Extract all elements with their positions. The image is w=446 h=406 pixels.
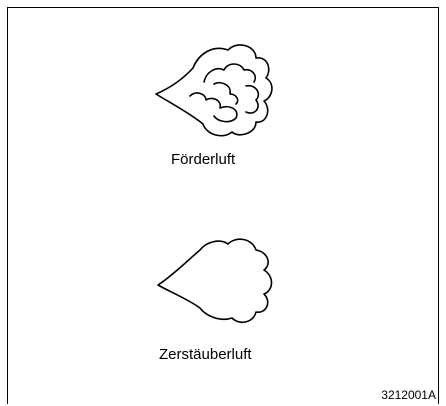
atomizing-air-label: Zerstäuberluft bbox=[159, 346, 252, 363]
atomizing-air-outline bbox=[158, 239, 272, 322]
figure-reference-code: 3212001A bbox=[381, 388, 436, 402]
conveying-air-label: Förderluft bbox=[171, 151, 235, 168]
